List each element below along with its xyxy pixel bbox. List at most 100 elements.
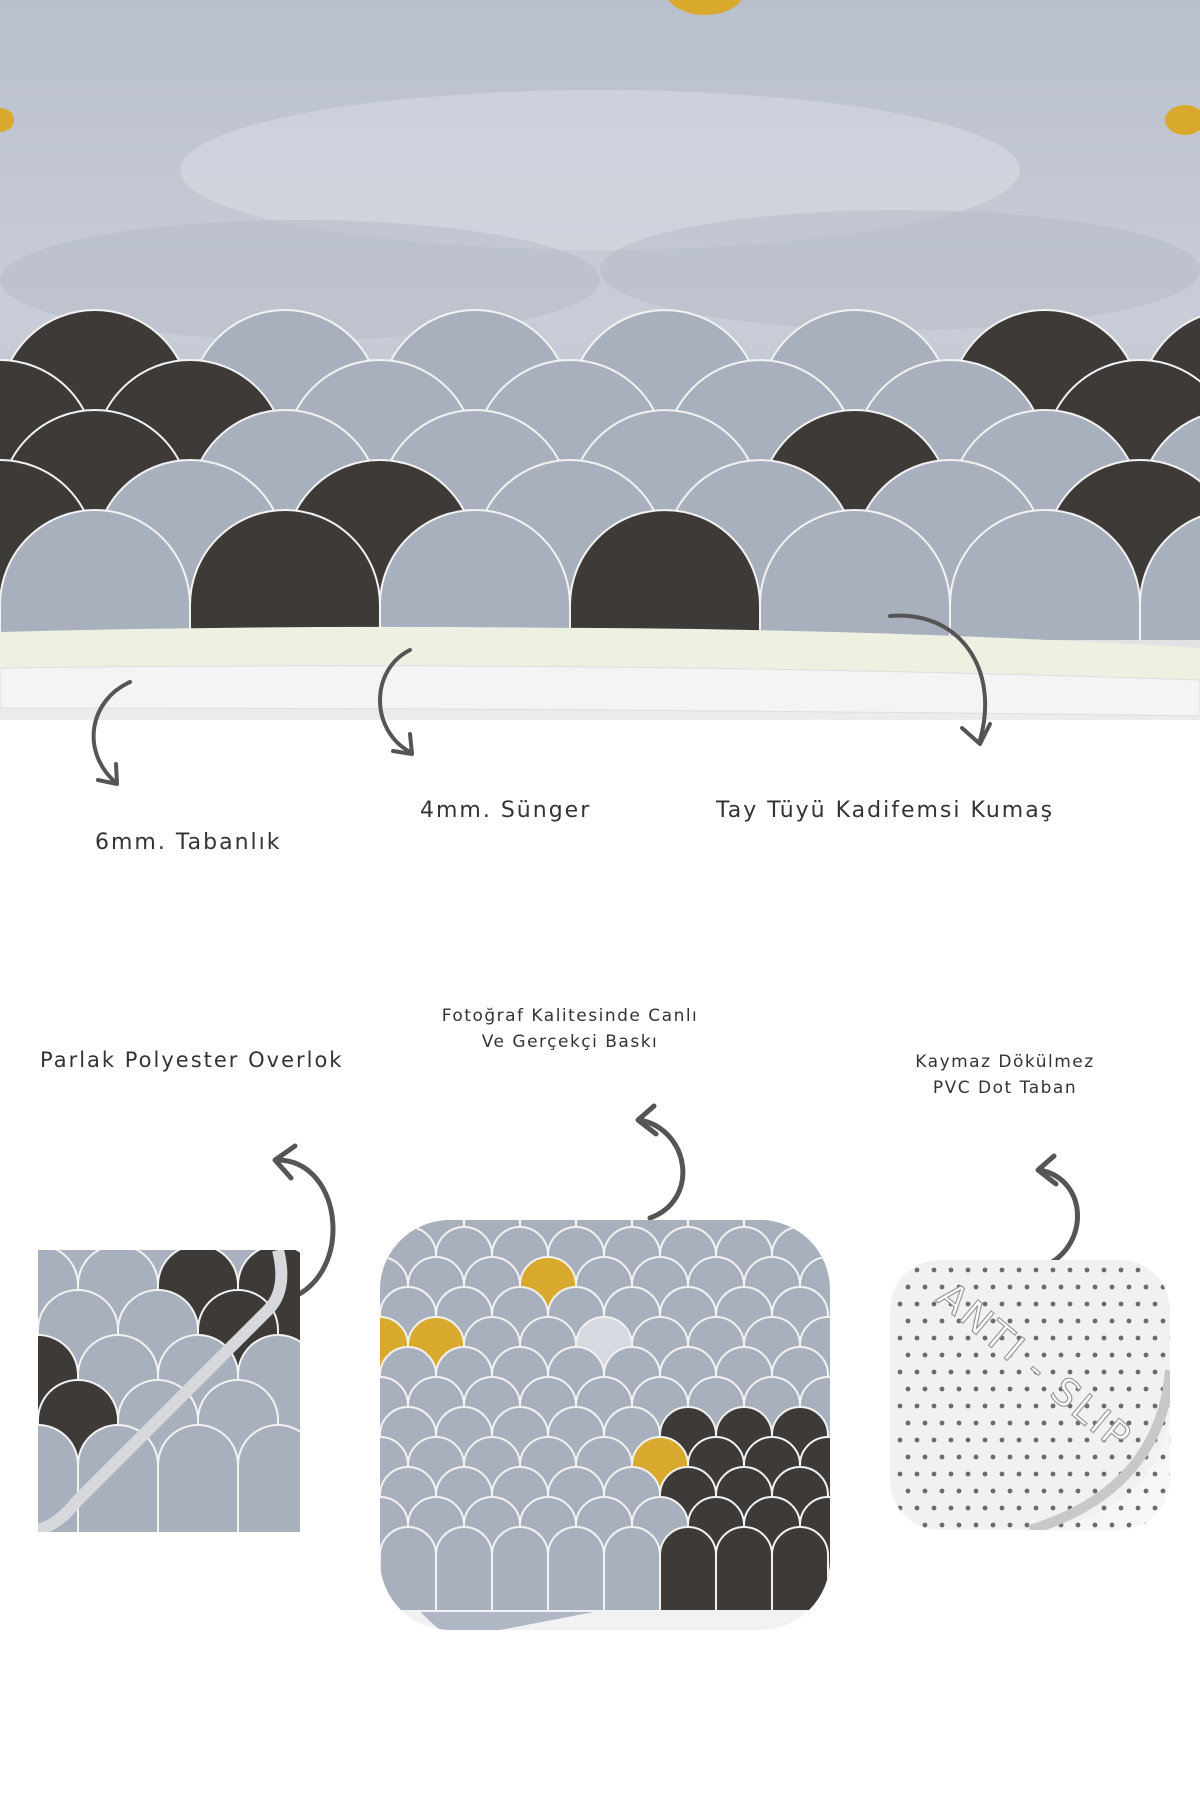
pvc-dot — [1135, 1369, 1141, 1375]
pvc-dot — [914, 1335, 920, 1341]
pvc-dot — [948, 1369, 954, 1375]
pvc-dot — [922, 1522, 928, 1528]
pvc-dot — [990, 1488, 996, 1494]
pvc-dot — [1067, 1437, 1073, 1443]
pvc-dot — [897, 1369, 903, 1375]
pvc-dot — [973, 1420, 979, 1426]
pvc-dot — [1152, 1505, 1158, 1511]
pvc-dot — [1084, 1335, 1090, 1341]
pvc-dot — [1041, 1284, 1047, 1290]
pvc-dot — [1092, 1420, 1098, 1426]
scale-pattern — [0, 309, 1200, 640]
pvc-dot — [1135, 1335, 1141, 1341]
pvc-dot — [1118, 1301, 1124, 1307]
pvc-dot — [1160, 1352, 1166, 1358]
pvc-dot — [1101, 1471, 1107, 1477]
scale — [771, 1526, 829, 1612]
pvc-dot — [1016, 1267, 1022, 1273]
pvc-dot — [948, 1267, 954, 1273]
pvc-dot — [1118, 1335, 1124, 1341]
scale — [715, 1526, 773, 1612]
scale — [491, 1526, 549, 1612]
pvc-dot — [1007, 1454, 1013, 1460]
pvc-dot — [1109, 1522, 1115, 1528]
pvc-dot — [1101, 1267, 1107, 1273]
pvc-dot — [914, 1471, 920, 1477]
pvc-dot — [1092, 1522, 1098, 1528]
pvc-dot — [973, 1386, 979, 1392]
pvc-dot — [956, 1488, 962, 1494]
pvc-dot — [999, 1369, 1005, 1375]
pvc-dot — [1143, 1352, 1149, 1358]
label-pvc-base: Kaymaz Dökülmez PVC Dot Taban — [840, 1049, 1170, 1101]
pvc-dot — [1075, 1420, 1081, 1426]
pvc-dot — [948, 1471, 954, 1477]
pvc-dot — [948, 1505, 954, 1511]
curved-arrow-icon — [378, 648, 414, 756]
pvc-dot — [948, 1403, 954, 1409]
scale — [189, 509, 381, 640]
pvc-dot — [1084, 1403, 1090, 1409]
pvc-dot — [956, 1522, 962, 1528]
pvc-dot — [999, 1301, 1005, 1307]
anti-slip-base-image: ANTI - SLIP — [890, 1260, 1170, 1530]
pvc-dot — [1135, 1471, 1141, 1477]
pvc-dot — [1075, 1284, 1081, 1290]
pvc-dot — [897, 1505, 903, 1511]
pvc-dot — [1126, 1488, 1132, 1494]
pvc-dot — [1007, 1488, 1013, 1494]
pvc-dot — [931, 1267, 937, 1273]
pvc-dot — [1143, 1420, 1149, 1426]
scale — [547, 1526, 605, 1612]
pvc-dot — [1152, 1267, 1158, 1273]
pvc-dot — [1084, 1471, 1090, 1477]
pvc-dot — [973, 1522, 979, 1528]
pvc-dot — [939, 1284, 945, 1290]
pvc-dot — [1024, 1284, 1030, 1290]
pvc-dot — [1016, 1505, 1022, 1511]
pvc-dot — [914, 1437, 920, 1443]
pvc-dot — [1050, 1403, 1056, 1409]
pvc-dot — [1058, 1284, 1064, 1290]
pvc-dot — [1007, 1420, 1013, 1426]
pvc-dot — [1101, 1301, 1107, 1307]
pvc-dot — [1084, 1301, 1090, 1307]
curved-arrow-icon — [635, 1103, 686, 1221]
pvc-dot — [914, 1505, 920, 1511]
pvc-dot — [999, 1471, 1005, 1477]
print-line-2: Ve Gerçekçi Baskı — [481, 1032, 659, 1052]
pvc-dot — [931, 1369, 937, 1375]
pvc-dot — [1050, 1301, 1056, 1307]
pvc-dot — [982, 1403, 988, 1409]
pvc-dot — [1067, 1335, 1073, 1341]
pvc-dot — [1101, 1403, 1107, 1409]
pvc-dot — [905, 1352, 911, 1358]
pvc-dot — [905, 1420, 911, 1426]
pvc-dot — [1109, 1352, 1115, 1358]
pvc-dot — [1135, 1403, 1141, 1409]
pvc-dot — [1041, 1420, 1047, 1426]
pvc-dot — [1007, 1318, 1013, 1324]
scale — [0, 509, 191, 640]
scale — [157, 1424, 239, 1532]
scale — [569, 509, 761, 640]
pvc-dot — [965, 1369, 971, 1375]
pvc-dot — [1135, 1301, 1141, 1307]
curved-arrow-icon — [272, 1143, 336, 1303]
pvc-dot — [914, 1267, 920, 1273]
pvc-dot — [1016, 1369, 1022, 1375]
pvc-dot — [1126, 1522, 1132, 1528]
pvc-dot — [1092, 1352, 1098, 1358]
pvc-dot — [956, 1454, 962, 1460]
pvc-dot — [1050, 1335, 1056, 1341]
pvc-dot — [1067, 1403, 1073, 1409]
label-fabric-layer: Tay Tüyü Kadifemsi Kumaş — [716, 798, 1055, 823]
pvc-dot — [1058, 1386, 1064, 1392]
pvc-dot — [1101, 1505, 1107, 1511]
pvc-dot — [1058, 1488, 1064, 1494]
pvc-dot — [1118, 1505, 1124, 1511]
pvc-dot — [931, 1471, 937, 1477]
pvc-dot — [1016, 1437, 1022, 1443]
pvc-dot — [1058, 1420, 1064, 1426]
pvc-dot — [1033, 1505, 1039, 1511]
